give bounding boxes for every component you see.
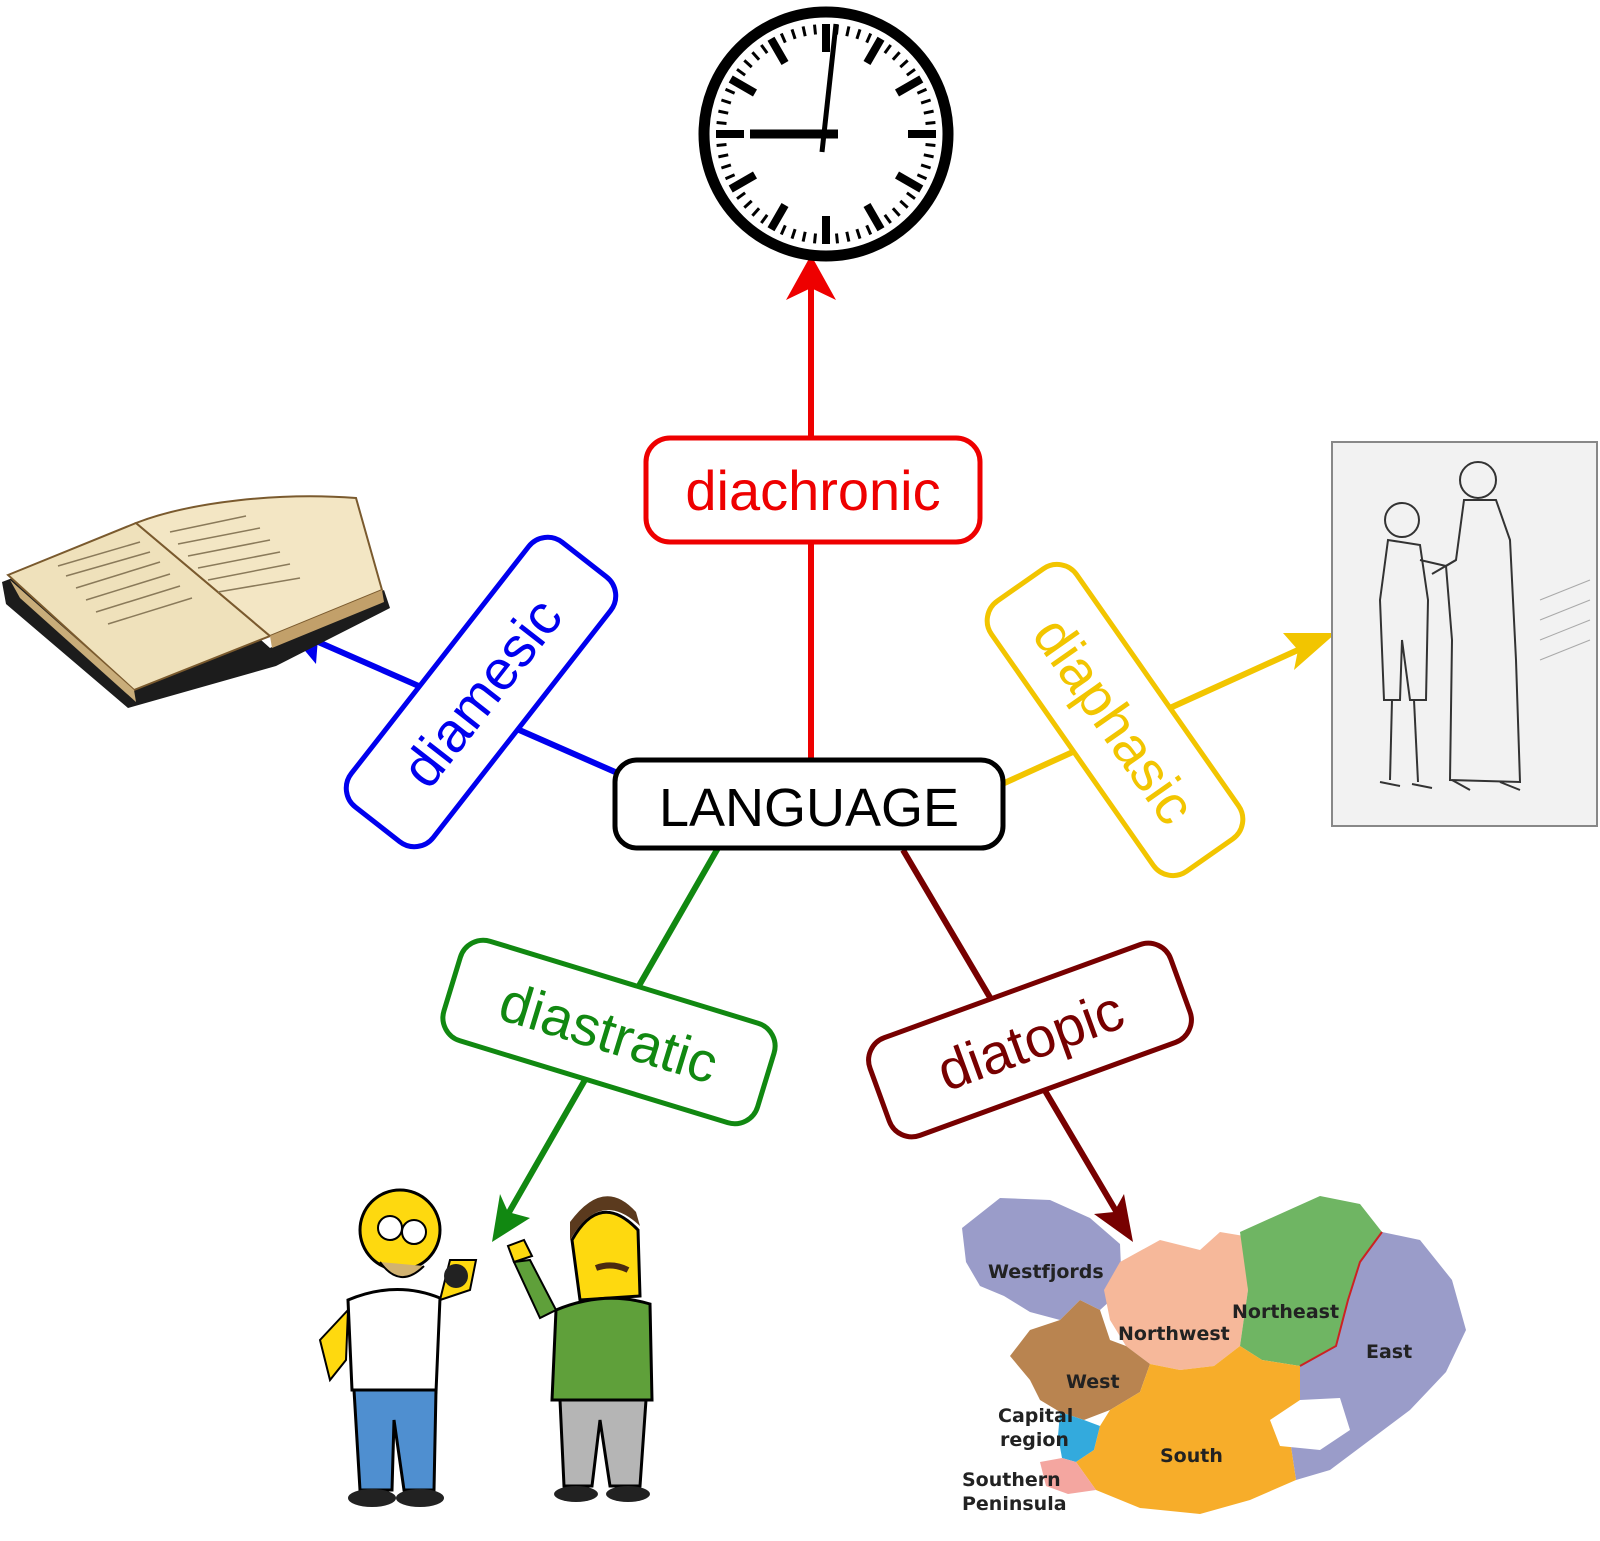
clock-minute-tick <box>720 163 732 170</box>
map-label-southern-peninsula-line1: Southern <box>962 1469 1061 1491</box>
map-region-westfjords <box>962 1198 1122 1320</box>
map-label-westfjords: Westfjords <box>988 1261 1104 1283</box>
clock-minute-tick <box>736 68 746 77</box>
clock-minute-tick <box>855 28 862 40</box>
clock-minute-tick <box>751 207 761 217</box>
clock-minute-tick <box>736 191 746 200</box>
diastratic-box: diastratic <box>440 937 778 1127</box>
language-box: LANGUAGE <box>612 757 1006 851</box>
diachronic-label: diachronic <box>685 459 940 522</box>
map-border-northeast-east <box>1299 1231 1383 1367</box>
diaphasic-box: diaphasic <box>984 561 1246 879</box>
clock-minute-tick <box>925 121 936 125</box>
clock-hour-tick <box>728 75 757 97</box>
clock-minute-tick <box>906 191 916 200</box>
diachronic-box: diachronic <box>643 435 983 545</box>
clock-minute-tick <box>891 51 901 61</box>
clock-hour-tick <box>863 36 885 65</box>
map-region-west <box>1010 1300 1150 1420</box>
clock-minute-tick <box>813 24 817 35</box>
clock-minute-tick <box>718 109 729 115</box>
clock-minute-hand <box>819 23 839 153</box>
map-label-northeast: Northeast <box>1232 1301 1339 1323</box>
map-label-east: East <box>1366 1341 1412 1363</box>
clock-minute-tick <box>845 231 851 242</box>
clock-minute-tick <box>801 231 807 242</box>
map-label-southern-peninsula-line2: Peninsula <box>962 1493 1067 1515</box>
clock-minute-tick <box>920 98 932 105</box>
cartoon-character-left <box>318 1188 478 1507</box>
clock-minute-tick <box>865 224 873 236</box>
map-label-capital-line1: Capital <box>998 1405 1073 1427</box>
clock-minute-tick <box>760 214 769 224</box>
clock-minute-tick <box>920 163 932 170</box>
clock-minute-tick <box>779 224 787 236</box>
conversation-sketch-icon <box>1331 441 1598 827</box>
clock-icon <box>698 6 954 262</box>
diaphasic-arrowhead <box>1283 633 1336 670</box>
diachronic-arrowhead <box>786 255 836 300</box>
clock-minute-tick <box>891 207 901 217</box>
language-label: LANGUAGE <box>659 778 959 838</box>
clock-minute-tick <box>813 233 817 244</box>
clock-minute-tick <box>845 26 851 37</box>
clock-minute-tick <box>916 173 928 181</box>
clock-minute-tick <box>751 51 761 61</box>
clock-minute-tick <box>720 98 732 105</box>
clock-minute-tick <box>718 153 729 159</box>
clock-minute-tick <box>923 153 934 159</box>
clock-minute-tick <box>790 228 797 240</box>
diamesic-box: diamesic <box>343 534 619 850</box>
map-label-west: West <box>1066 1371 1120 1393</box>
clock-minute-tick <box>923 109 934 115</box>
clock-minute-tick <box>883 214 892 224</box>
clock-hour-tick <box>895 171 924 193</box>
map-region-south <box>1076 1346 1300 1514</box>
clock-minute-tick <box>899 199 909 209</box>
clock-minute-tick <box>760 44 769 54</box>
clock-minute-tick <box>899 59 909 69</box>
clock-hour-tick <box>895 75 924 97</box>
clock-minute-tick <box>779 32 787 44</box>
map-region-capital <box>1058 1412 1100 1462</box>
clock-minute-tick <box>883 44 892 54</box>
map-region-northwest <box>1104 1232 1248 1370</box>
clock-minute-tick <box>925 143 936 147</box>
clock-minute-tick <box>743 59 753 69</box>
clock-minute-tick <box>724 173 736 181</box>
diatopic-box: diatopic <box>866 940 1194 1140</box>
map-label-capital-line2: region <box>1000 1429 1069 1451</box>
map-region-southern-peninsula <box>1040 1458 1096 1494</box>
clock-minute-tick <box>743 199 753 209</box>
diastratic-arrowhead <box>492 1194 530 1242</box>
clock-minute-tick <box>835 233 839 244</box>
clock-hour-tick <box>767 203 789 232</box>
clock-minute-tick <box>801 26 807 37</box>
clock-hour-tick <box>728 171 757 193</box>
map-region-northeast <box>1240 1196 1382 1366</box>
clock-minute-tick <box>855 228 862 240</box>
open-book-icon <box>2 495 390 708</box>
clock-minute-tick <box>865 32 873 44</box>
clock-minute-tick <box>916 87 928 95</box>
clock-minute-tick <box>724 87 736 95</box>
clock-hour-tick <box>767 36 789 65</box>
clock-ticks <box>716 24 936 244</box>
clock-minute-tick <box>906 68 916 77</box>
map-glacier <box>1270 1398 1350 1450</box>
clock-hour-tick <box>863 203 885 232</box>
clock-minute-tick <box>790 28 797 40</box>
map-label-northwest: Northwest <box>1118 1323 1230 1345</box>
region-map-icon: Westfjords Northwest Northeast East West… <box>962 1196 1466 1515</box>
cartoon-character-right <box>506 1196 654 1502</box>
diatopic-arrowhead <box>1094 1194 1133 1242</box>
map-label-south: South <box>1160 1445 1223 1467</box>
cartoon-characters-icon <box>318 1188 654 1507</box>
clock-minute-tick <box>716 143 727 147</box>
clock-minute-tick <box>716 121 727 125</box>
